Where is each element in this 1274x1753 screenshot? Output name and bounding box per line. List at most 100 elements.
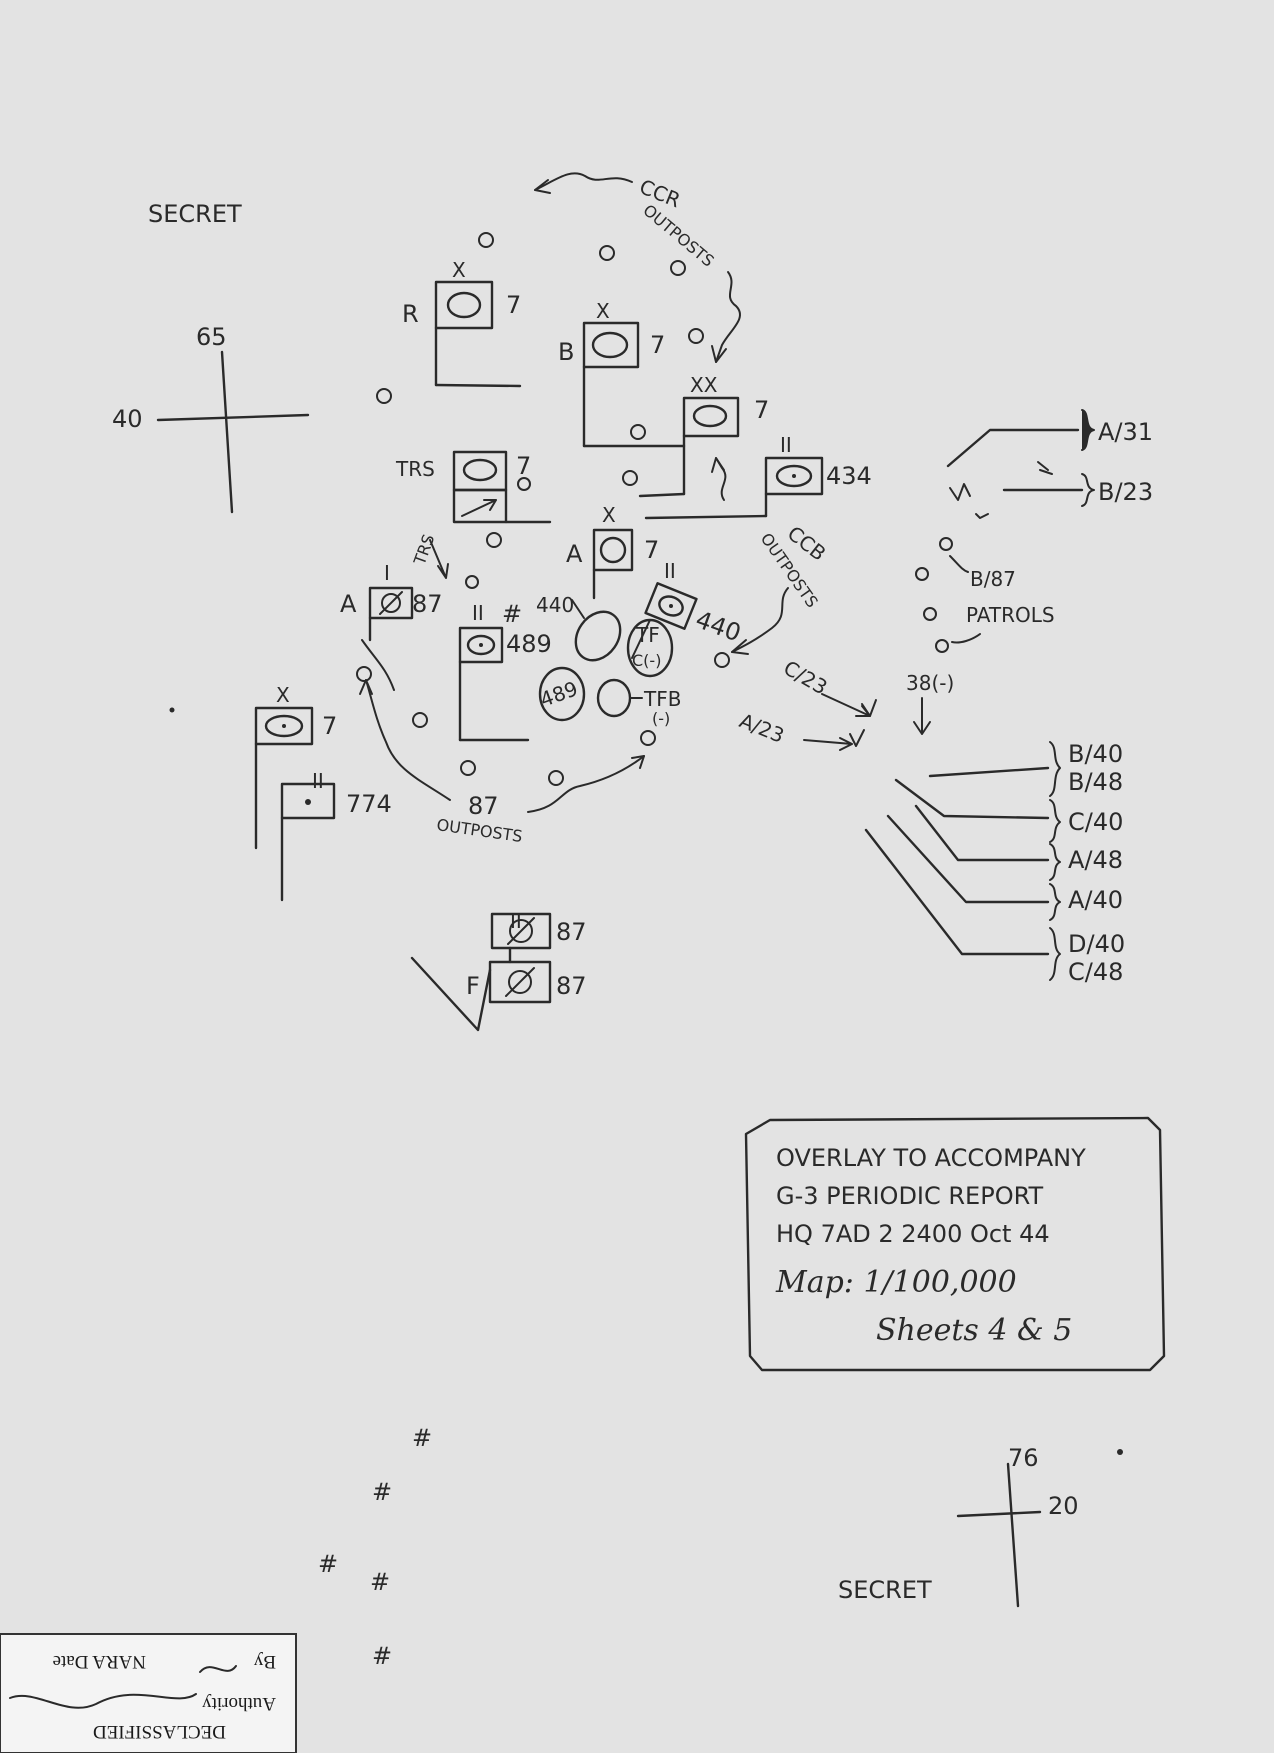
- unit-489-hash: #: [502, 600, 522, 628]
- declassification-stamp: DECLASSIFIED Authority By NARA Date: [0, 1633, 297, 1753]
- unit-trs7-letter: TRS: [395, 457, 435, 481]
- title-box: OVERLAY TO ACCOMPANY G-3 PERIODIC REPORT…: [744, 1116, 1166, 1372]
- title-map-scale: Map: 1/100,000: [775, 1265, 1017, 1300]
- classification-top: SECRET: [148, 200, 242, 228]
- unit-a7-number: 7: [644, 536, 659, 564]
- ccb-arrow-southwest: [731, 587, 789, 653]
- label-a48: A/48: [1068, 846, 1123, 874]
- title-line-1: OVERLAY TO ACCOMPANY: [776, 1144, 1086, 1172]
- unit-434-number: 434: [826, 462, 872, 490]
- unit-x7-number: 7: [322, 712, 337, 740]
- unit-r7-letter: R: [402, 300, 419, 328]
- outposts-87-arrow-north: [365, 679, 451, 801]
- unit-a7-echelon: X: [602, 503, 616, 527]
- unit-a87-number: 87: [412, 590, 443, 618]
- unit-87-number: 87: [556, 918, 587, 946]
- patrols-label: PATROLS: [966, 603, 1055, 627]
- grid-easting-76: 76: [1008, 1444, 1039, 1472]
- svg-text:#: #: [370, 1568, 390, 1596]
- unit-a-7: X A 7: [566, 503, 659, 600]
- unit-b7-echelon: X: [596, 299, 610, 323]
- unit-434: II 434: [644, 433, 872, 520]
- arrow-38: [913, 697, 931, 735]
- unit-b7-number: 7: [650, 331, 665, 359]
- unit-774-echelon: II: [312, 769, 324, 793]
- title-line-2: G-3 PERIODIC REPORT: [776, 1182, 1044, 1210]
- stamp-nara-date: NARA Date: [53, 1651, 146, 1672]
- label-d40: D/40: [1068, 930, 1125, 958]
- unit-774-number: 774: [346, 790, 392, 818]
- stamp-signature: [9, 1693, 197, 1709]
- unit-x7-echelon: X: [276, 683, 290, 707]
- grid-reference-bottomright: 76 20: [956, 1444, 1123, 1608]
- unit-trs-7: TRS 7: [395, 450, 552, 524]
- unit-774: II 774: [280, 769, 392, 902]
- unit-x-7: X 7: [169, 683, 337, 850]
- unit-440-echelon: II: [664, 559, 676, 583]
- unit-b-7: X B 7: [558, 299, 686, 448]
- unit-div7-number: 7: [754, 396, 769, 424]
- right-unit-list: B/40 B/48 C/40 A/48 A/40 D/40 C/48: [864, 740, 1125, 986]
- label-a31: A/31: [1098, 418, 1153, 446]
- classification-bottom: SECRET: [838, 1576, 932, 1604]
- unit-a7-letter: A: [566, 540, 583, 568]
- label-440-left: 440: [536, 593, 574, 617]
- label-b23: B/23: [1098, 478, 1153, 506]
- trs-route-arrow: [429, 539, 449, 579]
- tfb-label2: (-): [652, 709, 670, 728]
- unit-division-7: XX 7: [638, 373, 769, 498]
- unit-div7-echelon: XX: [690, 373, 718, 397]
- unit-r7-echelon: X: [452, 258, 466, 282]
- grid-easting-65: 65: [196, 323, 227, 351]
- unit-trs7-number: 7: [516, 452, 531, 480]
- grid-reference-topleft: 65 40: [112, 323, 310, 514]
- label-b40: B/40: [1068, 740, 1123, 768]
- outposts-87-arrow-east: [527, 755, 645, 813]
- unit-a-87: I A 87: [340, 561, 443, 691]
- boundary-v: [410, 956, 492, 1032]
- ccr-arrow-south: [715, 271, 741, 363]
- right-top-units: A/31 B/23: [946, 409, 1153, 519]
- unit-r7-number: 7: [506, 291, 521, 319]
- stamp-authority: Authority: [202, 1693, 276, 1714]
- title-line-3: HQ 7AD 2 2400 Oct 44: [776, 1220, 1050, 1248]
- unit-r-7: X R 7: [402, 258, 521, 388]
- label-c48: C/48: [1068, 958, 1123, 986]
- svg-text:#: #: [372, 1478, 392, 1506]
- label-38: 38(-): [906, 671, 954, 695]
- unit-f87-letter: F: [466, 972, 480, 1000]
- unit-434-echelon: II: [780, 433, 792, 457]
- unit-87-bottom: II 87 F 87: [410, 909, 587, 1032]
- grid-northing-20: 20: [1048, 1492, 1079, 1520]
- svg-text:#: #: [318, 1550, 338, 1578]
- title-map-sheets: Sheets 4 & 5: [876, 1313, 1072, 1348]
- stamp-declassified: DECLASSIFIED: [93, 1721, 226, 1742]
- outposts-87-number: 87: [468, 792, 499, 820]
- label-a40: A/40: [1068, 886, 1123, 914]
- unit-a87-echelon: I: [384, 561, 390, 585]
- unit-489-number: 489: [506, 630, 552, 658]
- label-b48: B/48: [1068, 768, 1123, 796]
- label-c40: C/40: [1068, 808, 1123, 836]
- tfb-label1: TFB: [643, 687, 681, 711]
- tf-c-label2: C(-): [632, 651, 661, 670]
- ccr-arrow-west: [534, 172, 633, 191]
- b87-label: B/87: [970, 567, 1016, 591]
- unit-489-echelon: II: [472, 601, 484, 625]
- svg-text:#: #: [412, 1424, 432, 1452]
- b87-patrols: B/87 PATROLS: [949, 555, 1055, 644]
- unit-489: II # 489: [458, 600, 552, 742]
- tf-c-label1: TF: [635, 623, 660, 647]
- task-force-c: TF C(-): [626, 618, 674, 678]
- outpost-markers: [356, 232, 953, 786]
- unit-f87-number: 87: [556, 972, 587, 1000]
- svg-text:#: #: [372, 1642, 392, 1670]
- boundary-hash-marks: # # # # #: [318, 1424, 432, 1670]
- unit-b7-letter: B: [558, 338, 574, 366]
- grid-northing-40: 40: [112, 405, 143, 433]
- unit-a87-letter: A: [340, 590, 357, 618]
- stamp-by: By: [253, 1651, 276, 1672]
